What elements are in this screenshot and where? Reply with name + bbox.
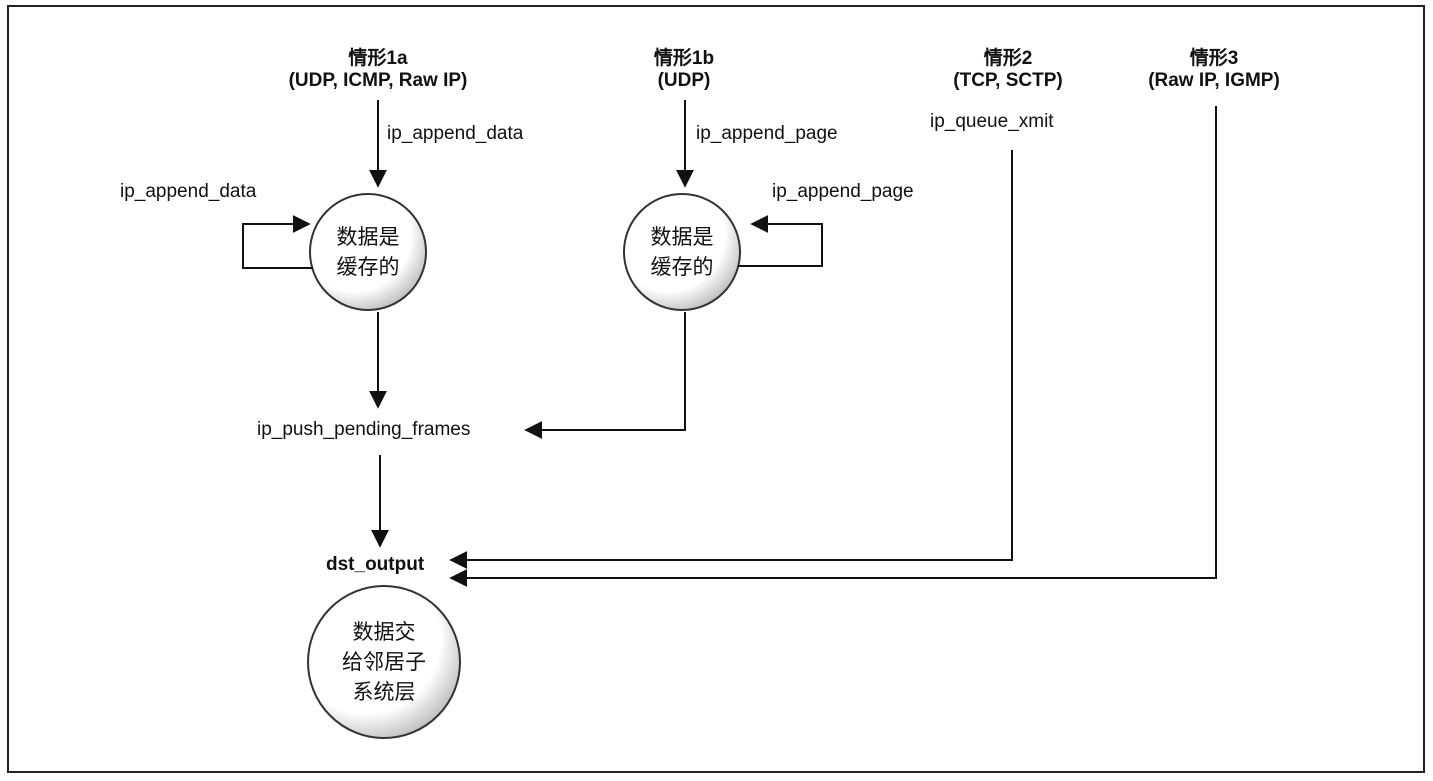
label-ip-append-data-loop: ip_append_data — [120, 181, 257, 202]
node-data-buffered-a: 数据是 缓存的 — [336, 225, 400, 279]
case-2-protocols: (TCP, SCTP) — [953, 70, 1063, 91]
circle-buffered-b — [623, 193, 741, 311]
case-1b-title: 情形1b — [653, 48, 715, 69]
label-ip-append-data-top: ip_append_data — [387, 123, 524, 144]
case-3-header: 情形3 (Raw IP, IGMP) — [1148, 48, 1280, 92]
case-3-protocols: (Raw IP, IGMP) — [1148, 70, 1280, 91]
diagram-frame — [7, 5, 1425, 773]
circle-neighbor — [307, 585, 461, 739]
label-ip-append-page-top: ip_append_page — [696, 123, 838, 144]
label-ip-push-pending-frames: ip_push_pending_frames — [257, 419, 471, 440]
loop-arrow-append-page — [738, 215, 823, 267]
case-1b-protocols: (UDP) — [657, 70, 711, 91]
case-1a-protocols: (UDP, ICMP, Raw IP) — [288, 70, 468, 91]
node-data-buffered-b: 数据是 缓存的 — [650, 225, 714, 279]
circle-buffered-a — [309, 193, 427, 311]
label-ip-append-page-loop: ip_append_page — [772, 181, 914, 202]
loop-arrow-append-data — [242, 215, 313, 269]
arrow-case2-to-dst — [449, 150, 1013, 569]
arrow-case3-to-dst — [449, 106, 1217, 587]
arrow-buffer-b-to-push — [524, 312, 686, 439]
case-3-title: 情形3 — [1189, 48, 1239, 69]
case-1a-title: 情形1a — [348, 48, 408, 69]
case-2-title: 情形2 — [983, 48, 1033, 69]
node-data-to-neighbor: 数据交 给邻居子 系统层 — [342, 620, 426, 704]
case-1b-header: 情形1b (UDP) — [654, 48, 714, 92]
case-1a-header: 情形1a (UDP, ICMP, Raw IP) — [289, 48, 468, 92]
label-dst-output: dst_output — [326, 554, 425, 575]
case-2-header: 情形2 (TCP, SCTP) — [953, 48, 1062, 92]
label-ip-queue-xmit: ip_queue_xmit — [930, 111, 1054, 132]
